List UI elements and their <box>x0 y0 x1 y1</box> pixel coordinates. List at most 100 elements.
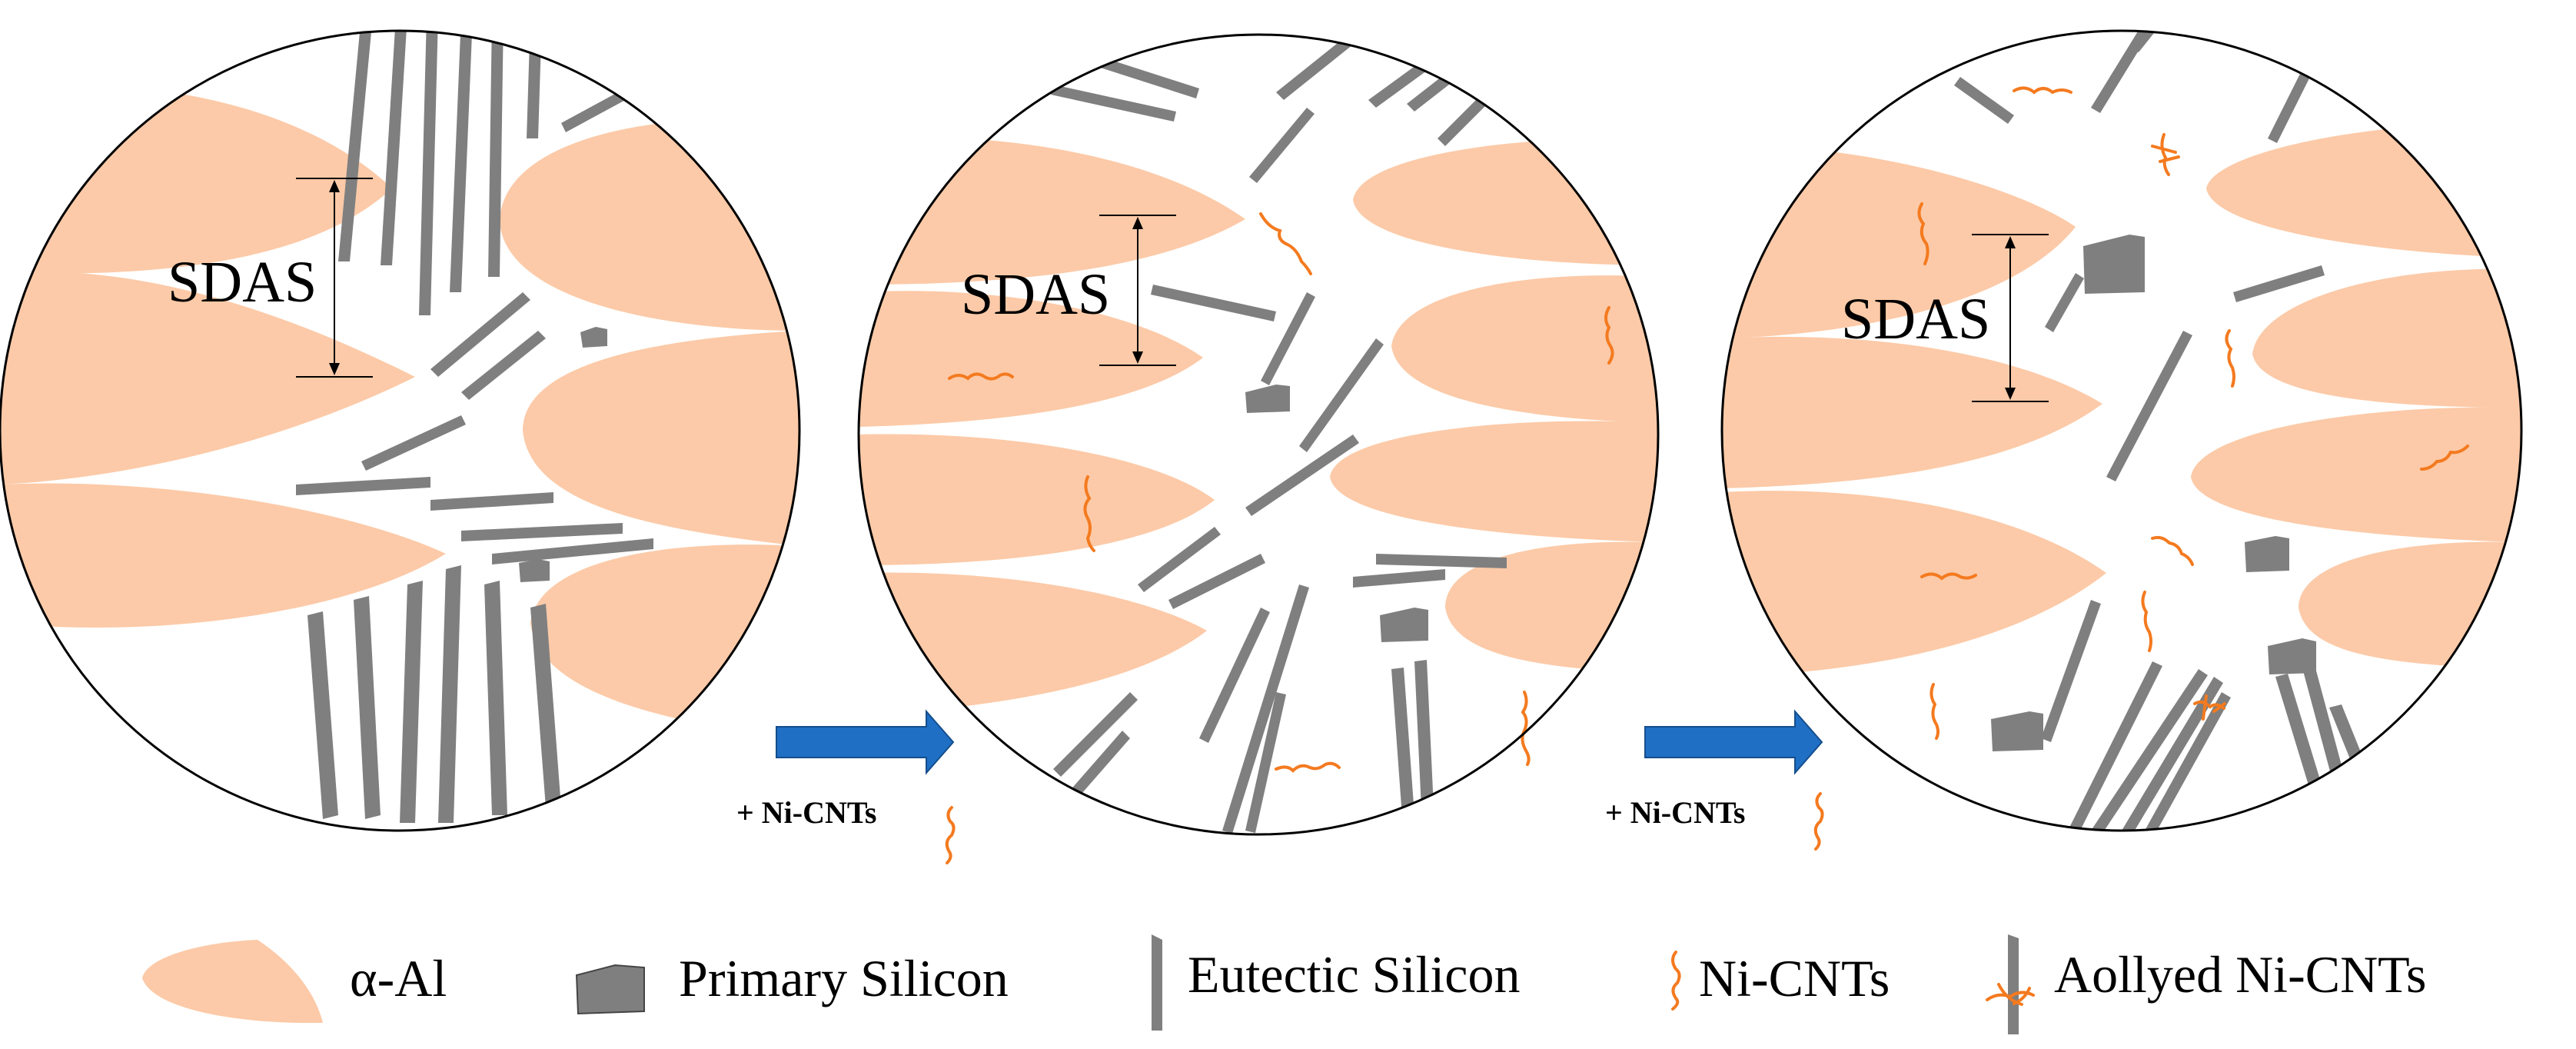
legend-item-ni-cnts: Ni-CNTs <box>1671 949 1890 1011</box>
eutectic-silicon-needle <box>307 611 338 819</box>
sdas-label: SDAS <box>1841 287 1990 351</box>
ni-cnts-icon <box>1813 792 1824 851</box>
eutectic-silicon-needle <box>461 331 546 400</box>
primary-silicon-particle <box>1991 711 2043 751</box>
ni-cnt <box>2141 591 2152 652</box>
eutectic-silicon-needle <box>438 565 461 823</box>
alpha-al-grain <box>2252 268 2521 408</box>
ni-cnt <box>1259 212 1312 275</box>
eutectic-silicon-needle <box>1051 85 1176 122</box>
eutectic-silicon-needle <box>1199 608 1270 743</box>
eutectic-silicon-needle <box>400 581 423 823</box>
eutectic-silicon-needle <box>1168 554 1265 609</box>
eutectic-silicon-needle <box>1089 54 1199 98</box>
eutectic-silicon-needle <box>338 31 373 261</box>
blue-arrow <box>776 709 955 775</box>
panel-2-sdas-marker: SDAS <box>961 215 1176 366</box>
eutectic-silicon-needle <box>1376 554 1507 568</box>
primary-silicon-particle <box>2083 235 2145 294</box>
legend-item-alloyed-ni-cnts: Aollyed Ni-CNTs <box>1986 934 2426 1034</box>
alpha-al-grain <box>2191 407 2521 542</box>
eutectic-silicon-needle <box>2106 331 2192 481</box>
legend-item-alpha-al: α-Al <box>142 940 447 1024</box>
eutectic-silicon-needle <box>461 523 623 541</box>
eutectic-silicon-needle <box>2045 273 2084 332</box>
eutectic-silicon-needle <box>430 492 553 511</box>
legend-label: Ni-CNTs <box>1699 949 1890 1007</box>
legend-item-primary-silicon: Primary Silicon <box>575 949 1009 1015</box>
eutectic-silicon-needle <box>361 415 466 471</box>
panel-3-ni-cnts <box>1917 86 2469 740</box>
eutectic-silicon-needle <box>2122 677 2223 831</box>
panel-1-primary-silicon <box>519 327 607 582</box>
eutectic-silicon-needle <box>450 31 473 292</box>
panel-3: SDAS <box>1720 29 2523 832</box>
legend-item-eutectic-silicon: Eutectic Silicon <box>1152 934 1520 1031</box>
ni-cnt <box>2151 535 2194 566</box>
eutectic-silicon-needle <box>419 31 438 315</box>
primary-silicon-particle <box>2245 536 2289 572</box>
sdas-arrowhead-up <box>1132 217 1143 229</box>
primary-silicon-particle <box>519 559 550 582</box>
alpha-al-grain <box>1722 336 2102 488</box>
panel-2-outline <box>857 33 1660 836</box>
alpha-al-grain <box>1722 145 2076 338</box>
eutectic-silicon-needle <box>2298 651 2345 780</box>
ni-cnts-addition-label: + Ni-CNTs <box>1605 795 1745 830</box>
alloyed-ni-cnt <box>2193 694 2226 721</box>
eutectic-silicon-needle <box>1276 35 1361 100</box>
panel-3-primary-silicon <box>1991 235 2316 751</box>
panel-2-primary-silicon <box>1245 385 1428 642</box>
eutectic-silicon-needle <box>1954 77 2014 124</box>
sdas-arrowhead-down <box>2005 388 2016 400</box>
alloyed-ni-cnts-icon <box>2008 934 2019 1034</box>
panel-1-sdas-marker: SDAS <box>168 178 373 378</box>
eutectic-silicon-needle <box>1299 338 1384 452</box>
alpha-al-grain <box>1391 275 1658 423</box>
panel-3-outline <box>1720 29 2523 832</box>
alpha-al-grain <box>859 572 1207 715</box>
eutectic-silicon-needle <box>488 31 504 277</box>
eutectic-silicon-needle <box>1069 731 1130 800</box>
eutectic-silicon-needle <box>2145 692 2231 831</box>
eutectic-silicon-needle <box>492 538 653 564</box>
ni-cnt <box>1930 683 1939 740</box>
eutectic-silicon-needle <box>2233 265 2325 302</box>
primary-silicon-particle <box>1380 608 1428 642</box>
alpha-al-grain <box>0 271 415 485</box>
primary-silicon-icon <box>575 964 645 1015</box>
transition-arrow-2: + Ni-CNTs <box>1605 709 1824 851</box>
alloyed-ni-cnt <box>2151 133 2180 176</box>
eutectic-silicon-needle <box>530 604 561 808</box>
alpha-al-grain <box>859 291 1203 427</box>
legend-label: α-Al <box>350 949 447 1007</box>
legend-label: Eutectic Silicon <box>1188 945 1520 1004</box>
alpha-al-grain-icon <box>142 940 323 1024</box>
ni-cnt <box>2013 86 2072 95</box>
eutectic-silicon-needle <box>2268 62 2315 143</box>
panel-2-eutectic-silicon <box>1051 35 1507 834</box>
eutectic-silicon-needle <box>1138 527 1221 592</box>
eutectic-silicon-needle <box>430 292 530 377</box>
eutectic-silicon-needle <box>1414 660 1434 809</box>
ni-cnt <box>1275 761 1341 773</box>
ni-cnt <box>1521 691 1531 766</box>
ni-cnt <box>2225 329 2235 388</box>
ni-cnt <box>948 372 1014 381</box>
eutectic-silicon-needle <box>1245 435 1359 516</box>
eutectic-silicon-needle <box>2041 600 2101 742</box>
ni-cnt <box>2420 445 2469 471</box>
alpha-al-grain <box>1330 421 1658 542</box>
eutectic-silicon-needle <box>296 477 430 495</box>
eutectic-silicon-needle <box>1053 692 1138 777</box>
panel-3-eutectic-silicon <box>1954 31 2368 831</box>
alpha-al-grain <box>1722 491 2106 677</box>
ni-cnt <box>1917 202 1930 265</box>
eutectic-silicon-needle <box>2068 661 2162 831</box>
legend-label: Primary Silicon <box>679 949 1009 1007</box>
sdas-label: SDAS <box>961 262 1110 327</box>
ni-cnts-icon <box>945 806 956 864</box>
eutectic-silicon-needle <box>1222 584 1309 834</box>
eutectic-silicon-icon <box>1152 934 1162 1031</box>
